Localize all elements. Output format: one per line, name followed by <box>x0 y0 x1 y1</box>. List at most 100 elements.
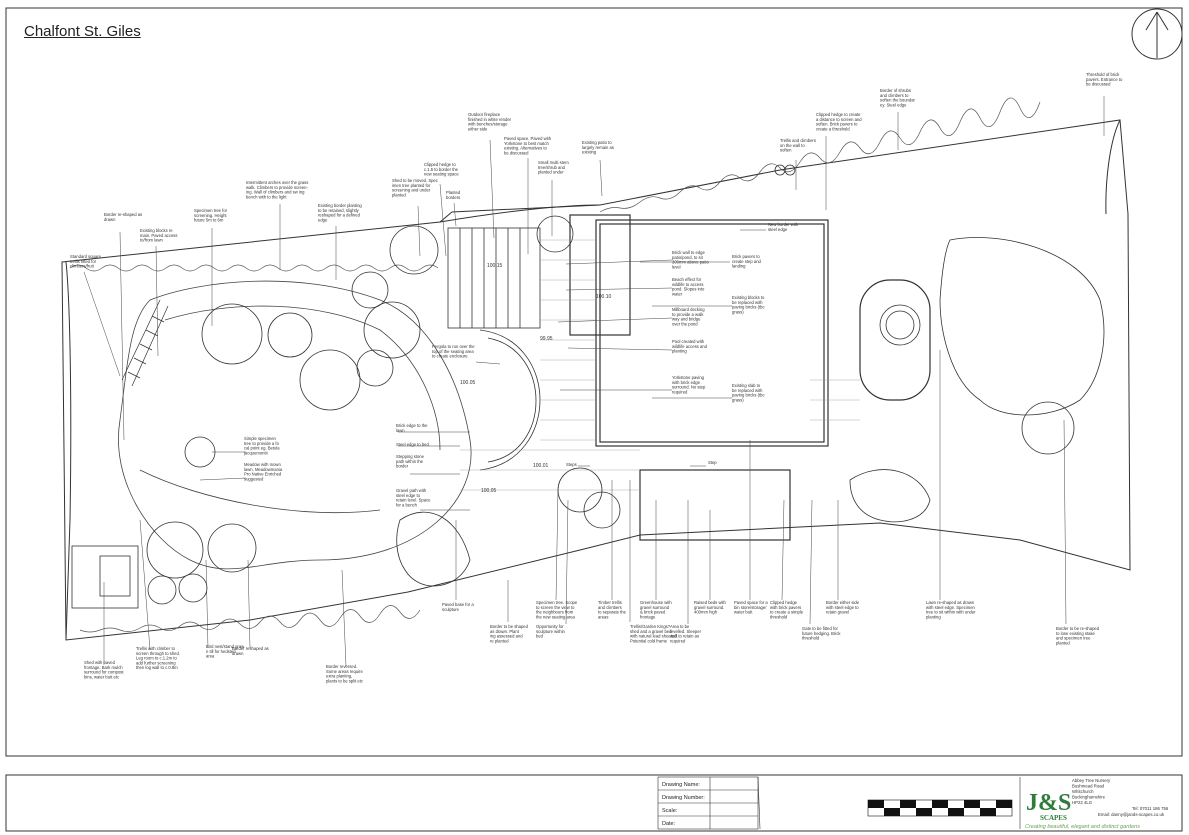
annotation-line: Planted <box>446 190 461 195</box>
annotation-line: cal point eg. Betula <box>244 446 280 451</box>
annotation-line: required <box>672 389 688 394</box>
annotation-line: Greenhouse with <box>640 600 672 605</box>
annotation-line: planted <box>392 192 406 197</box>
annotation-line: border <box>396 464 409 469</box>
annotation-line: surround for compost <box>84 670 124 675</box>
annotation-line: the neighbours from <box>536 610 574 615</box>
annotation-line: planted under <box>538 170 564 175</box>
annotation-line: to screen the view to <box>536 605 575 610</box>
annotation-line: Brick edge to the <box>396 423 428 428</box>
annotation-line: Beach effect for <box>672 277 702 282</box>
annotation-line: Paved space. Paved with <box>504 136 552 141</box>
annotation-line: suggested <box>244 476 264 481</box>
annotation-line: walk. Climbers to provide screen- <box>246 185 309 190</box>
field-label: Scale: <box>662 808 678 814</box>
annotation-line: Pool created with <box>672 339 705 344</box>
annotation-line: c.1.5 to border the <box>424 167 459 172</box>
annotation-line: the new seating area <box>536 614 576 619</box>
annotation-line: paving bricks (tbc <box>732 393 765 398</box>
company-tagline: Creating beautiful, elegant and distinct… <box>1025 824 1140 830</box>
annotation-line: create a threshold <box>816 126 850 131</box>
annotation-line: with benches/storage <box>468 122 508 127</box>
leader-line <box>83 271 121 377</box>
annotation-line: Standard square <box>70 254 102 259</box>
annotation-line: add further screening <box>136 660 176 665</box>
annotation-line: Trellis and climbers <box>780 138 816 143</box>
level-label: 100.01 <box>533 463 549 469</box>
annotation-line: required <box>670 638 686 643</box>
shed <box>71 545 139 609</box>
leader-line <box>475 361 501 365</box>
annotation-line: existing <box>582 150 597 155</box>
annotation-line: Paved base for a <box>442 602 474 607</box>
annotation-line: new seating space <box>424 172 459 177</box>
annotation-line: screening. Height <box>194 213 227 218</box>
annotation-line: top of the seating area <box>432 349 474 354</box>
annotation-line: with steel edge to <box>826 605 859 610</box>
annotation-line: levelled. Sleeper <box>670 629 702 634</box>
annotation-line: Steps <box>566 462 577 467</box>
leader-line <box>199 477 247 481</box>
seating-area <box>447 227 541 471</box>
annotation-line: Specimen tree for <box>194 208 228 213</box>
annotation-line: New border with <box>768 222 799 227</box>
annotation-line: Shed to be moved. Spec <box>392 178 438 183</box>
leader-line <box>599 159 603 197</box>
annotation-line: level <box>672 264 681 269</box>
annotation-line: 400mm high <box>694 610 718 615</box>
annotation-line: Existing blocks re <box>140 228 173 233</box>
annotation-line: to be retained, slightly <box>318 208 360 213</box>
annotation-line: bed <box>536 634 544 639</box>
annotation-line: Opportunity for <box>536 624 564 629</box>
lawn-outline <box>118 280 472 570</box>
pergola-arches <box>121 299 169 387</box>
trees <box>146 164 1105 605</box>
company-logo-sub: SCAPES <box>1040 814 1067 822</box>
annotation-line: on the wall to <box>780 143 805 148</box>
level-label: 100.05 <box>460 380 476 386</box>
level-label: 100.05 <box>481 488 497 494</box>
annotation-line: sculpture within <box>536 629 566 634</box>
annotation-line: frontage. Bark mulch <box>84 665 123 670</box>
annotation-line: frontage <box>640 614 656 619</box>
annotation-line: retain gravel <box>826 610 849 615</box>
annotation-a40: Border reversed.Some areas requireextra … <box>326 569 363 683</box>
annotation-line: pavers. Entrance to <box>1086 77 1123 82</box>
scale-bar <box>867 799 1013 817</box>
annotation-line: steel edge to <box>396 493 421 498</box>
annotation-line: to lose existing stake <box>1056 631 1096 636</box>
annotation-line: and climbers to <box>880 93 909 98</box>
annotation-line: a distance to screen and <box>816 117 862 122</box>
annotation-line: ing assessed and <box>490 634 523 639</box>
annotation-line: Paved space for a <box>734 600 768 605</box>
annotation-line: pond. Slopes into <box>672 287 705 292</box>
annotation-a3: Existing blocks remain. Paved accessto/f… <box>140 228 177 357</box>
annotation-line: edge <box>318 217 328 222</box>
annotation-a46: Trellis/Garden Kings?shed and a gravel b… <box>629 480 678 643</box>
annotation-line: with natural lead sheeted. <box>630 634 678 639</box>
annotation-line: planting <box>926 614 941 619</box>
level-label: 99.95 <box>540 336 553 342</box>
annotation-line: Millboard decking <box>672 307 705 312</box>
annotation-line: existing. Alternatives to <box>504 146 547 151</box>
annotation-line: threshold <box>802 636 820 641</box>
